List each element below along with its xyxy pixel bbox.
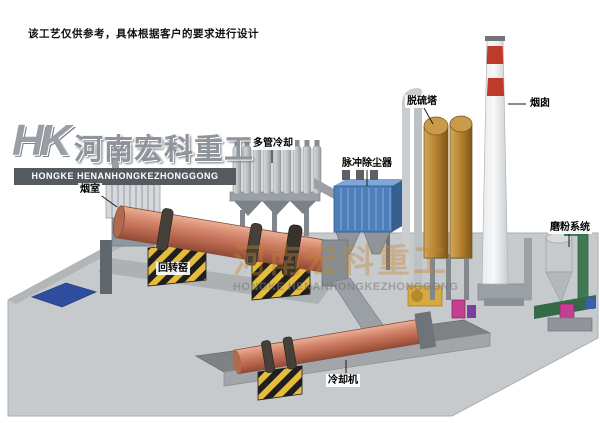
cooler-tube-bank [232, 145, 322, 195]
grinding-system [524, 224, 596, 332]
label-desulfurization-tower: 脱硫塔 [405, 95, 439, 108]
kiln-discharge-hood [321, 239, 389, 339]
label-pulse-dust-collector: 脉冲除尘器 [340, 157, 394, 170]
chimney [477, 36, 531, 306]
cooling-machine [232, 311, 437, 401]
leader-lines [98, 103, 570, 373]
blue-mat [30, 282, 98, 308]
label-chimney: 烟囱 [528, 97, 552, 110]
disclaimer-note: 该工艺仅供参考，具体根据客户的要求进行设计 [28, 28, 259, 40]
label-grinding-system: 磨粉系统 [548, 221, 592, 234]
logo-monogram: HK [12, 116, 72, 165]
label-multi-tube-cooler: 多管冷却 [251, 137, 295, 150]
desulfurization-towers [423, 115, 473, 300]
pulse-dust-collector [314, 168, 404, 270]
label-cooling-machine: 冷却机 [326, 374, 360, 387]
rotary-kiln [113, 205, 337, 278]
company-logo: HK 河南宏科重工 HONGKE HENANHONGKEZHONGGONG [12, 116, 253, 188]
logo-company-name-en: HONGKE HENANHONGKEZHONGGONG [14, 168, 236, 185]
logo-company-name-cn: 河南宏科重工 [74, 134, 255, 166]
label-smoke-chamber: 烟室 [78, 183, 102, 196]
label-rotary-kiln: 回转窑 [156, 262, 190, 275]
